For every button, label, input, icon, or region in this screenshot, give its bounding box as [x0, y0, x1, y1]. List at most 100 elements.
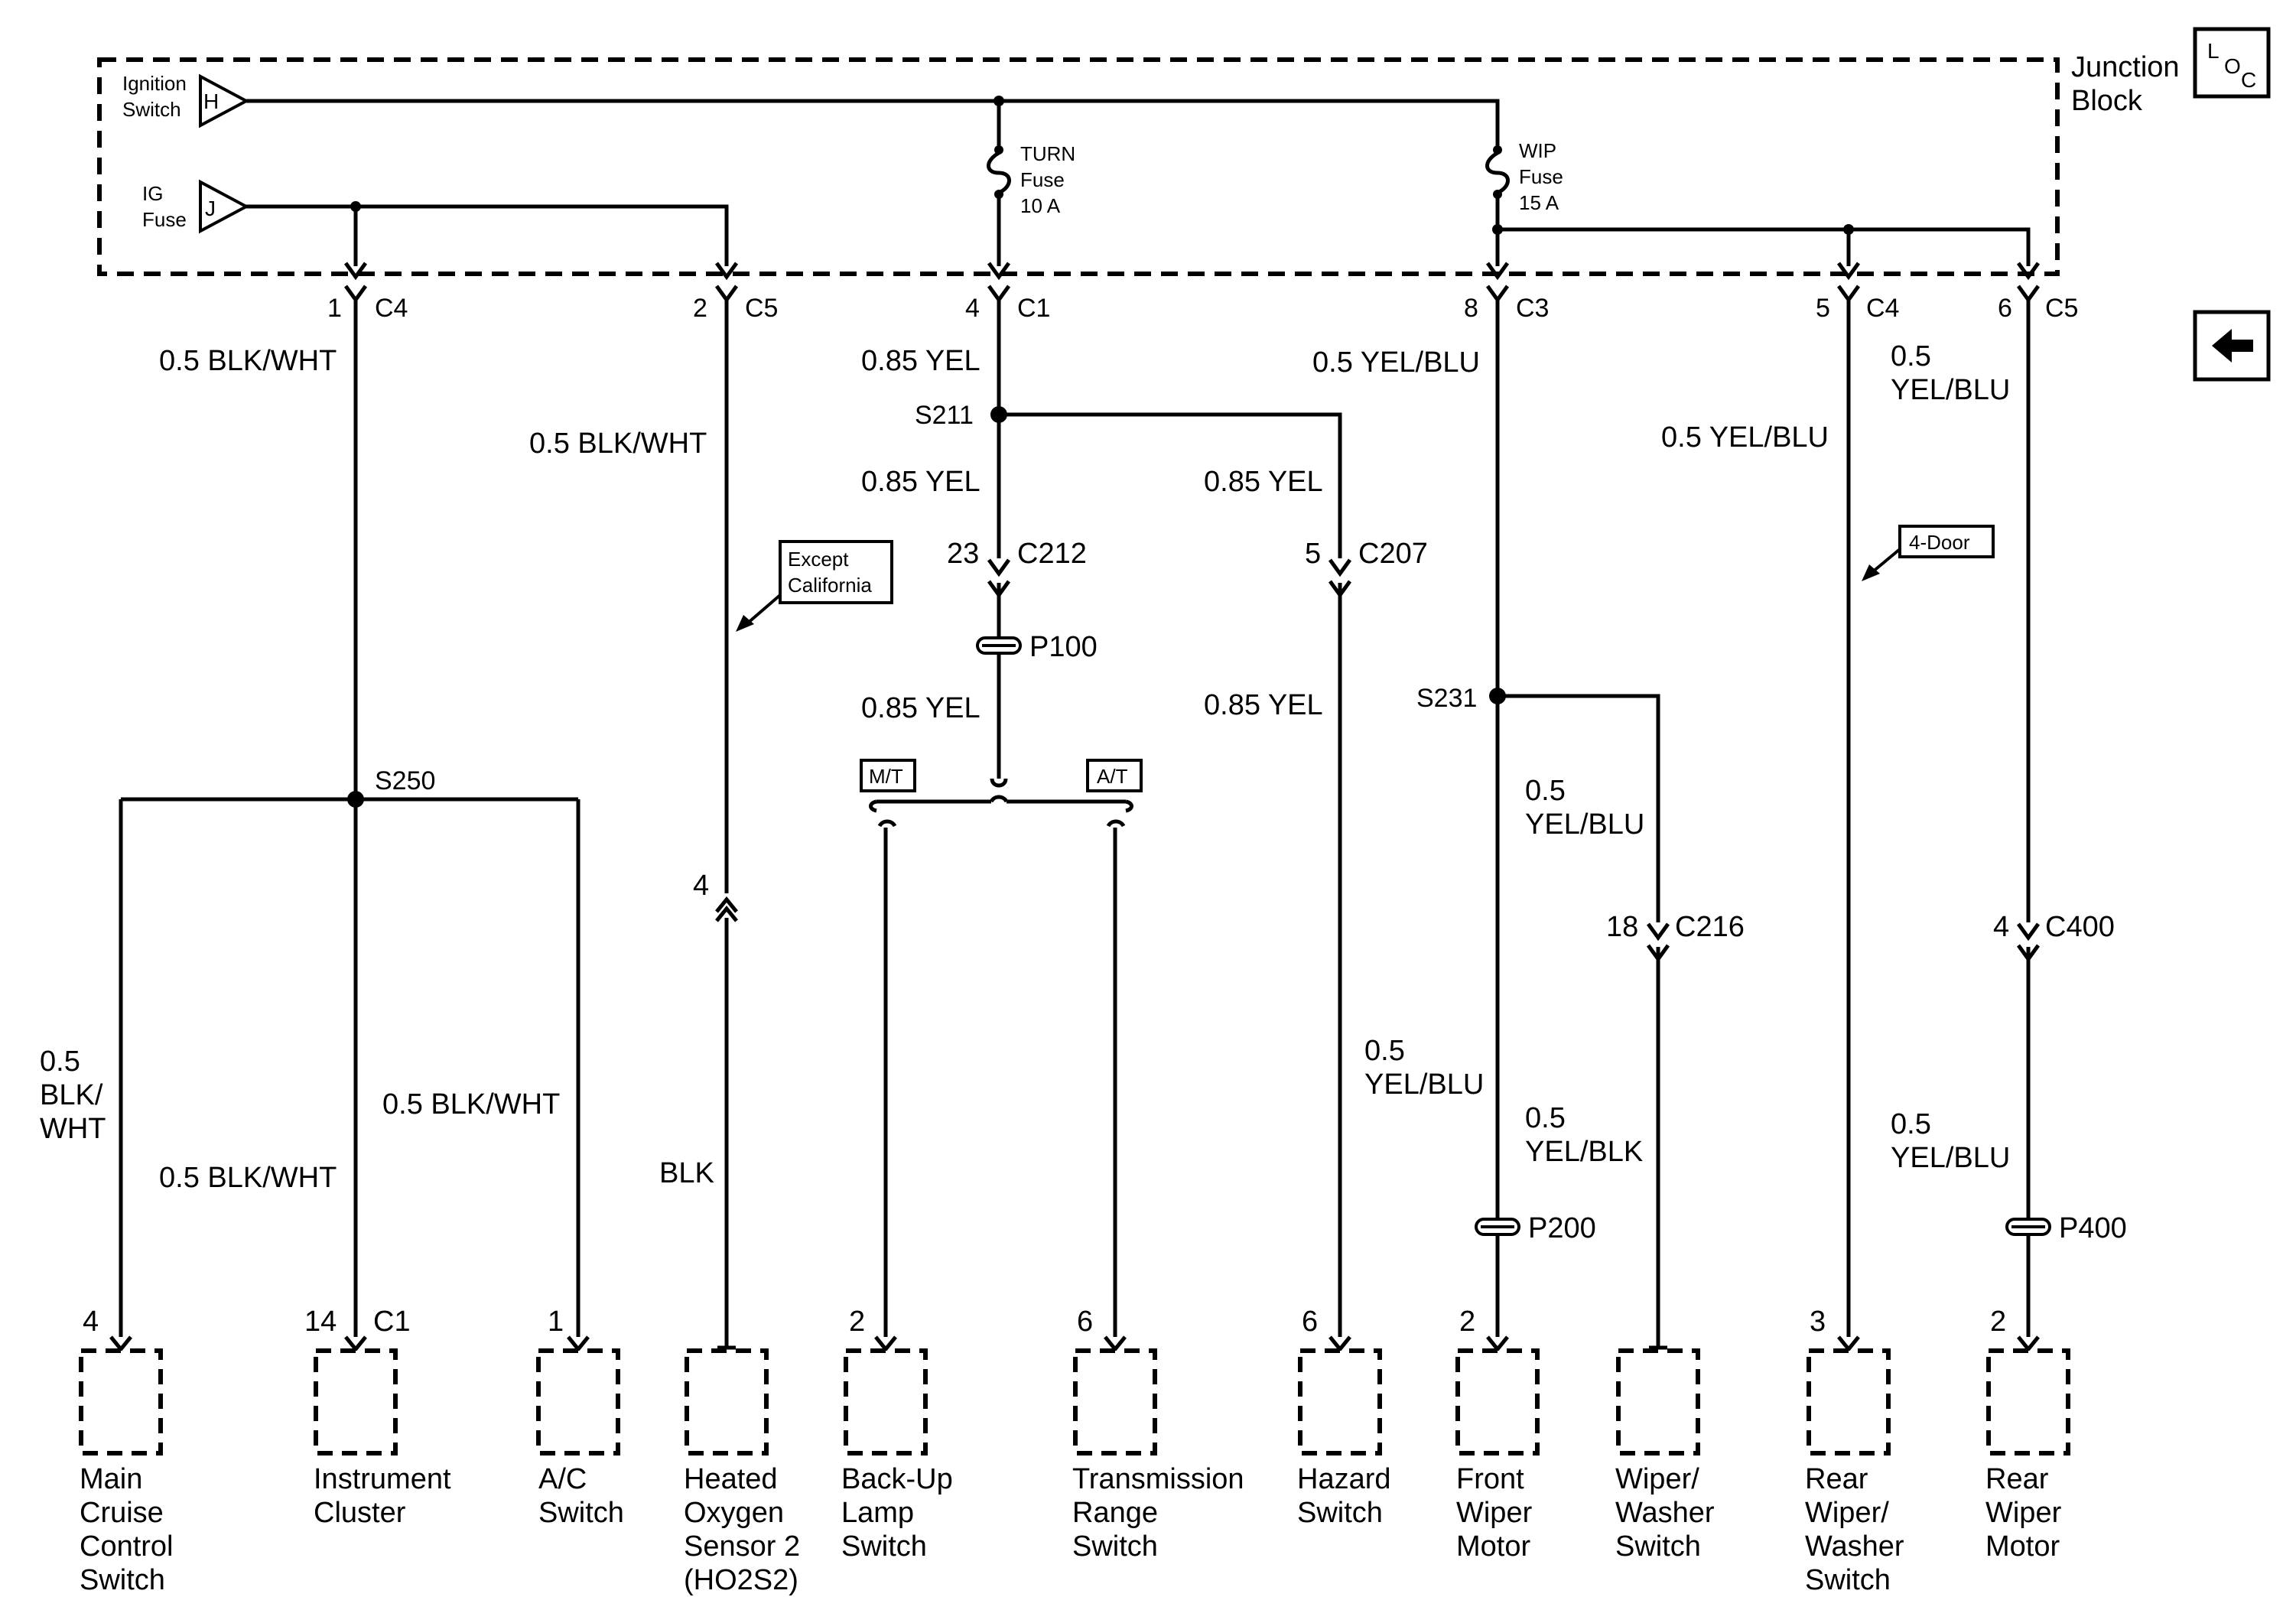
option-at: A/T	[1086, 759, 1143, 792]
component-instrument-cluster: 14 C1 Instrument Cluster	[304, 1306, 451, 1529]
ig-fuse-label-2: Fuse	[142, 208, 187, 231]
wire-label: 0.85 YEL	[861, 466, 981, 498]
pin-label: 2	[1459, 1306, 1475, 1338]
back-arrow-button[interactable]	[2193, 310, 2271, 382]
wire-label: 0.5	[1891, 1108, 1931, 1140]
fuse-icon	[987, 151, 1011, 195]
pin-label: 5	[1305, 538, 1321, 570]
pass-through-label: P100	[1029, 631, 1098, 663]
component-label: Motor	[1456, 1530, 1530, 1563]
wire-label: 0.5	[40, 1046, 80, 1078]
junction-block-title: Junction	[2071, 51, 2180, 83]
pin-label: 1	[548, 1306, 564, 1338]
connector-label: C1	[1017, 294, 1050, 323]
wire-label: 0.5 BLK/WHT	[382, 1088, 560, 1120]
jb-output-connectors: 1 C4 2 C5 4 C1 8 C3 5 C4 6 C5	[327, 262, 2078, 323]
component-label: Wiper/	[1805, 1497, 1889, 1529]
option-label: 4-Door	[1909, 531, 1970, 554]
inline-connector-c207: 5 C207	[1305, 538, 1428, 599]
junction-internal-wiring	[246, 96, 2031, 266]
option-except-california: Except California	[736, 540, 893, 632]
connector-label: C212	[1017, 538, 1087, 570]
component-label: Rear	[1805, 1463, 1868, 1495]
component-label: Transmission	[1072, 1463, 1244, 1495]
wire-label: YEL/BLU	[1891, 374, 2010, 406]
loc-icon[interactable]: L O C	[2193, 27, 2271, 99]
pin-label: 6	[1302, 1306, 1318, 1338]
wip-fuse-label-3: 15 A	[1519, 191, 1559, 214]
loc-letter-o: O	[2224, 54, 2241, 78]
jb-pin-1-c4: 1 C4	[327, 262, 408, 323]
wire-label: 0.5 YEL/BLU	[1661, 421, 1829, 454]
component-label: Switch	[841, 1530, 927, 1563]
wire-label: 0.85 YEL	[861, 692, 981, 724]
pin-label: 5	[1816, 294, 1830, 323]
component-label: Back-Up	[841, 1463, 953, 1495]
wire-label: BLK	[659, 1157, 714, 1189]
wire-label: YEL/BLU	[1525, 808, 1644, 841]
wip-fuse: WIP Fuse 15 A	[1485, 139, 1563, 214]
component-label: Switch	[538, 1497, 624, 1529]
inline-connector-ho2s2: 4	[693, 870, 738, 922]
wire-label: 0.5	[1525, 1102, 1566, 1134]
connector-label: C400	[2045, 911, 2115, 943]
pin-label: 4	[1993, 911, 2009, 943]
junction-dot	[1492, 224, 1503, 235]
connector-label: C5	[745, 294, 778, 323]
component-heated-oxygen-sensor: Heated Oxygen Sensor 2 (HO2S2)	[684, 1345, 800, 1596]
wire-label: 0.85 YEL	[1204, 466, 1323, 498]
connector-label: C207	[1358, 538, 1428, 570]
component-front-wiper-motor: 2 Front Wiper Motor	[1455, 1306, 1540, 1563]
pin-label: 8	[1464, 294, 1478, 323]
component-label: Main	[80, 1463, 142, 1495]
circuit-wiring	[119, 300, 2031, 1346]
component-label: Wiper	[1985, 1497, 2062, 1529]
pin-label: 23	[947, 538, 979, 570]
turn-fuse-label-3: 10 A	[1020, 194, 1061, 217]
component-label: A/C	[538, 1463, 587, 1495]
component-label: Switch	[1615, 1530, 1701, 1563]
wire-labels: 0.5 BLK/WHT 0.5 BLK/WHT 0.85 YEL 0.85 YE…	[40, 340, 2010, 1194]
pin-label: 4	[83, 1306, 99, 1338]
wire-label: 0.5	[1525, 775, 1566, 807]
component-wiper-washer-switch: Wiper/ Washer Switch	[1615, 1345, 1715, 1563]
component-label: Oxygen	[684, 1497, 784, 1529]
wire-label: 0.85 YEL	[861, 345, 981, 377]
terminal-h-label: H	[203, 89, 219, 113]
inline-connector-c400: 4 C400	[1993, 911, 2115, 963]
source-triangle-icon	[199, 73, 250, 128]
pin-label: 2	[849, 1306, 865, 1338]
ig-fuse-source: IG Fuse J	[142, 179, 250, 234]
junction-dot	[994, 96, 1004, 106]
wip-fuse-label-1: WIP	[1519, 139, 1556, 162]
pin-label: 2	[1990, 1306, 2006, 1338]
connector-label: C3	[1516, 294, 1549, 323]
jb-pin-4-c1: 4 C1	[965, 262, 1050, 323]
component-label: Range	[1072, 1497, 1158, 1529]
component-label: Lamp	[841, 1497, 914, 1529]
junction-dot	[1843, 224, 1854, 235]
wire-label: YEL/BLU	[1364, 1068, 1484, 1101]
component-label: Motor	[1985, 1530, 2060, 1563]
turn-fuse-label-1: TURN	[1020, 142, 1075, 165]
component-rear-wiper-motor: 2 Rear Wiper Motor	[1985, 1306, 2070, 1563]
component-label: Heated	[684, 1463, 778, 1495]
wire-label: 0.5 BLK/WHT	[159, 1162, 337, 1194]
wire-label: WHT	[40, 1113, 106, 1145]
wire-label: 0.5 YEL/BLU	[1312, 346, 1480, 379]
component-ac-switch: 1 A/C Switch	[536, 1306, 624, 1529]
option-label: A/T	[1097, 765, 1128, 788]
pin-label: 2	[693, 294, 707, 323]
splice-s250: S250	[347, 766, 435, 808]
component-label: Wiper/	[1615, 1463, 1699, 1495]
component-label: (HO2S2)	[684, 1564, 798, 1596]
pin-label: 14	[304, 1306, 337, 1338]
turn-fuse-label-2: Fuse	[1020, 168, 1065, 191]
connector-label: C5	[2045, 294, 2078, 323]
splice-label: S211	[915, 401, 974, 430]
connector-label: C4	[1866, 294, 1899, 323]
component-label: Wiper	[1456, 1497, 1533, 1529]
pass-through-label: P400	[2059, 1212, 2127, 1244]
component-label: Front	[1456, 1463, 1524, 1495]
